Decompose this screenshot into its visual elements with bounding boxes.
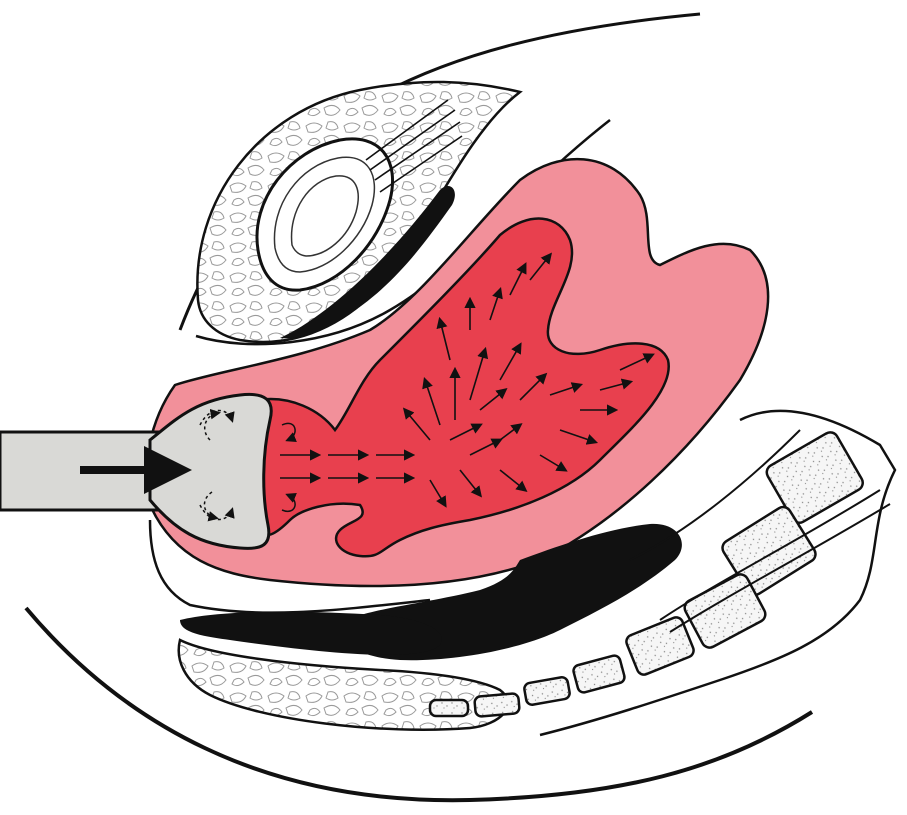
dark-band-lower	[180, 612, 442, 655]
